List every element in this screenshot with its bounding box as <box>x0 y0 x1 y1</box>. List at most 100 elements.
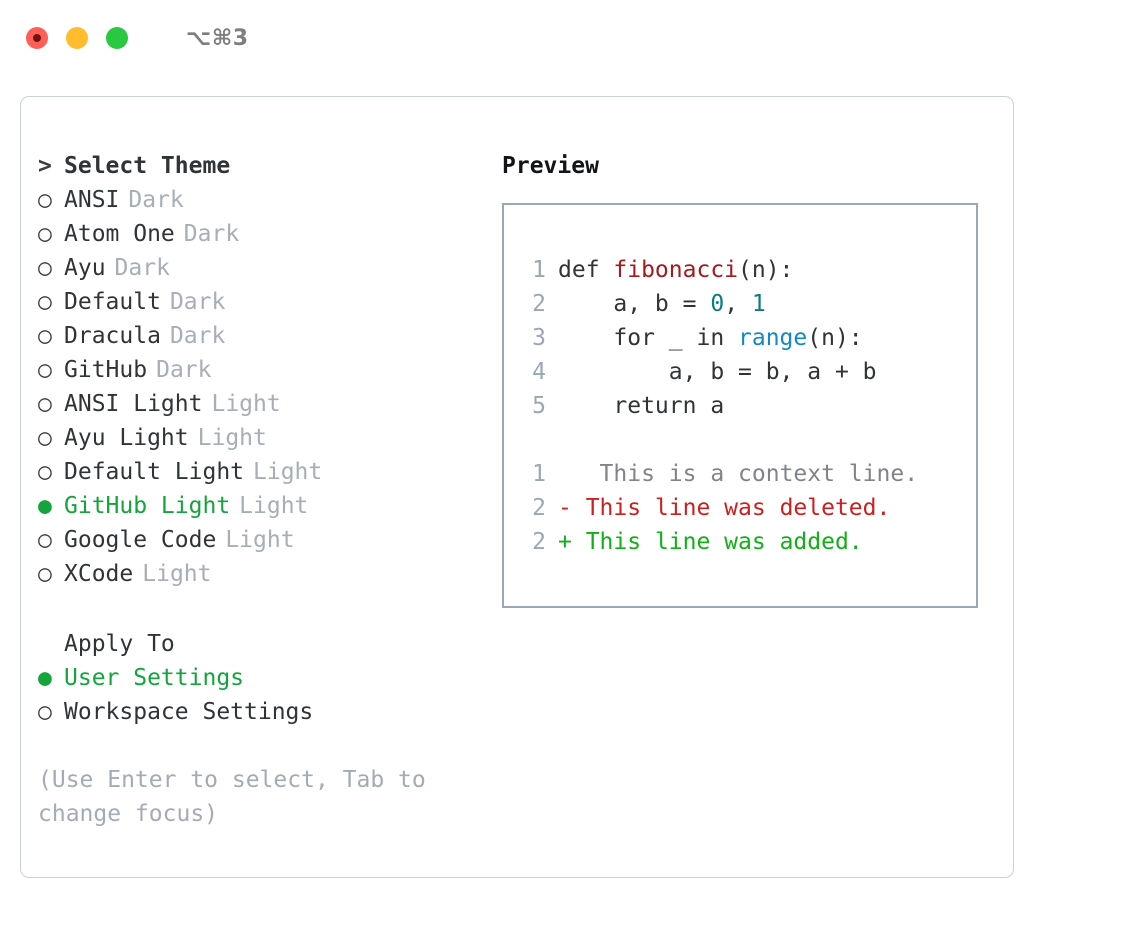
maximize-button[interactable] <box>106 27 128 49</box>
diff-text: This is a context line. <box>571 461 919 487</box>
diff-sign: - <box>558 495 572 521</box>
diff-sign: + <box>558 529 572 555</box>
radio-unselected-icon: ○ <box>38 561 52 587</box>
theme-variant-badge: Light <box>253 459 323 485</box>
apply-to-header: ○Apply To <box>38 627 488 661</box>
keyboard-shortcut-label: ⌥⌘3 <box>186 25 249 51</box>
code-token: range <box>738 325 808 351</box>
code-token: fibonacci <box>613 257 739 283</box>
radio-unselected-icon: ○ <box>38 459 52 485</box>
code-token: return a <box>558 393 725 419</box>
theme-variant-badge: Dark <box>114 255 170 281</box>
code-line: 1 def fibonacci(n): <box>520 253 976 287</box>
theme-list-item[interactable]: ○ GitHub Dark <box>38 353 488 387</box>
apply-to-option[interactable]: ○ Workspace Settings <box>38 695 488 729</box>
code-token: def <box>558 257 614 283</box>
diff-sign <box>558 461 572 487</box>
apply-to-option-label: Workspace Settings <box>64 699 314 725</box>
theme-name: Google Code <box>64 527 217 553</box>
theme-variant-badge: Dark <box>156 357 212 383</box>
radio-unselected-icon: ○ <box>38 391 52 417</box>
theme-variant-badge: Dark <box>169 289 226 315</box>
apply-to-list: ● User Settings ○ Workspace Settings <box>38 661 488 729</box>
theme-variant-badge: Dark <box>128 187 184 213</box>
minimize-button[interactable] <box>66 27 88 49</box>
theme-name: Atom One <box>64 221 175 247</box>
theme-list-item[interactable]: ○ Atom One Dark <box>38 217 488 251</box>
close-button[interactable] <box>26 27 48 49</box>
code-token: (n): <box>807 325 863 351</box>
theme-variant-badge: Dark <box>183 221 240 247</box>
diff-line: 2+ This line was added. <box>520 525 976 559</box>
theme-name: Ayu <box>64 255 106 281</box>
theme-name: GitHub Light <box>64 493 231 519</box>
code-token: for _ in <box>558 325 739 351</box>
theme-list-item[interactable]: ○ ANSI Light Light <box>38 387 488 421</box>
theme-variant-badge: Dark <box>169 323 226 349</box>
diff-sample: 1 This is a context line.2- This line wa… <box>520 457 976 559</box>
line-number: 2 <box>532 291 546 317</box>
line-number: 3 <box>532 325 546 351</box>
theme-name: ANSI <box>64 187 120 213</box>
apply-to-option[interactable]: ● User Settings <box>38 661 488 695</box>
code-token: 1 <box>751 291 766 317</box>
title-bar: ⌥⌘3 <box>0 0 1140 76</box>
theme-name: GitHub <box>64 357 148 383</box>
theme-variant-badge: Light <box>225 527 295 553</box>
code-token: 0 <box>710 291 725 317</box>
line-number: 1 <box>532 257 546 283</box>
theme-list-item[interactable]: ○ Default Light Light <box>38 455 488 489</box>
radio-unselected-icon: ○ <box>38 255 52 281</box>
radio-unselected-icon: ○ <box>38 699 52 725</box>
theme-list-item[interactable]: ○ ANSI Dark <box>38 183 488 217</box>
theme-variant-badge: Light <box>142 561 212 587</box>
theme-list-item[interactable]: ○ Ayu Dark <box>38 251 488 285</box>
diff-line: 2- This line was deleted. <box>520 491 976 525</box>
keyboard-hint: (Use Enter to select, Tab to change focu… <box>38 767 426 827</box>
select-theme-title: Select Theme <box>64 153 231 179</box>
apply-to-title: Apply To <box>64 631 175 657</box>
code-line: 5 return a <box>520 389 976 423</box>
theme-list-item[interactable]: ○ Default Dark <box>38 285 488 319</box>
line-number: 5 <box>532 393 546 419</box>
select-theme-header: >Select Theme <box>38 149 488 183</box>
theme-list-item[interactable]: ○ XCode Light <box>38 557 488 591</box>
theme-name: ANSI Light <box>64 391 203 417</box>
radio-unselected-icon: ○ <box>38 527 52 553</box>
radio-unselected-icon: ○ <box>38 357 52 383</box>
line-number: 1 <box>532 461 546 487</box>
radio-unselected-icon: ○ <box>38 221 52 247</box>
radio-selected-icon: ● <box>38 665 52 691</box>
theme-variant-badge: Light <box>197 425 267 451</box>
theme-name: Default <box>64 289 161 315</box>
code-token: , <box>724 291 752 317</box>
theme-name: XCode <box>64 561 134 587</box>
line-number: 2 <box>532 495 546 521</box>
apply-to-option-label: User Settings <box>64 665 245 691</box>
diff-text: This line was deleted. <box>571 495 891 521</box>
theme-name: Default Light <box>64 459 245 485</box>
theme-variant-badge: Light <box>211 391 281 417</box>
traffic-lights <box>26 27 128 49</box>
line-number: 2 <box>532 529 546 555</box>
radio-unselected-icon: ○ <box>38 187 52 213</box>
section-spacer <box>38 591 488 627</box>
code-line: 2 a, b = 0, 1 <box>520 287 976 321</box>
radio-unselected-icon: ○ <box>38 425 52 451</box>
code-token: a, b = b, a + b <box>558 359 877 385</box>
code-token: a, b = <box>558 291 711 317</box>
radio-unselected-icon: ○ <box>38 289 52 315</box>
diff-line: 1 This is a context line. <box>520 457 976 491</box>
theme-variant-badge: Light <box>239 493 309 519</box>
theme-list-item[interactable]: ○ Google Code Light <box>38 523 488 557</box>
code-token: (n): <box>738 257 794 283</box>
